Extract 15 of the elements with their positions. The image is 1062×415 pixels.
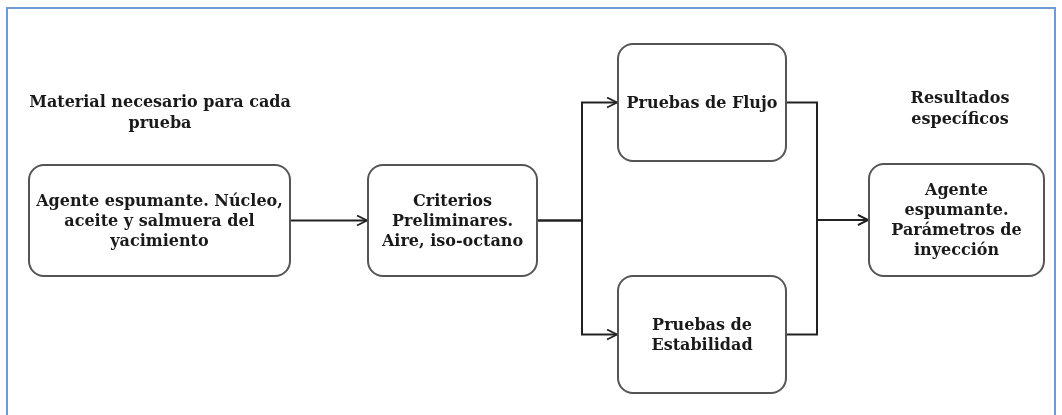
- process-box: [367, 164, 538, 277]
- box-text: Agente espumante. Núcleo, aceite y salmuera del yacimiento: [36, 190, 283, 251]
- heading-text: Material necesario para cada prueba: [28, 92, 292, 134]
- process-box: [28, 164, 291, 277]
- arrow: [537, 219, 618, 341]
- box-text: Criterios Preliminares. Aire, iso-octano: [380, 190, 525, 251]
- arrow: [786, 214, 869, 336]
- box-text: Pruebas de Flujo: [626, 92, 778, 113]
- process-box: [868, 163, 1045, 277]
- process-box: [617, 43, 787, 162]
- process-box: [617, 275, 787, 394]
- heading-text: Resultados específicos: [909, 88, 1011, 130]
- arrow: [290, 214, 368, 227]
- box-text: Pruebas de Estabilidad: [650, 314, 754, 355]
- box-text: Agente espumante. Parámetros de inyección: [890, 180, 1023, 260]
